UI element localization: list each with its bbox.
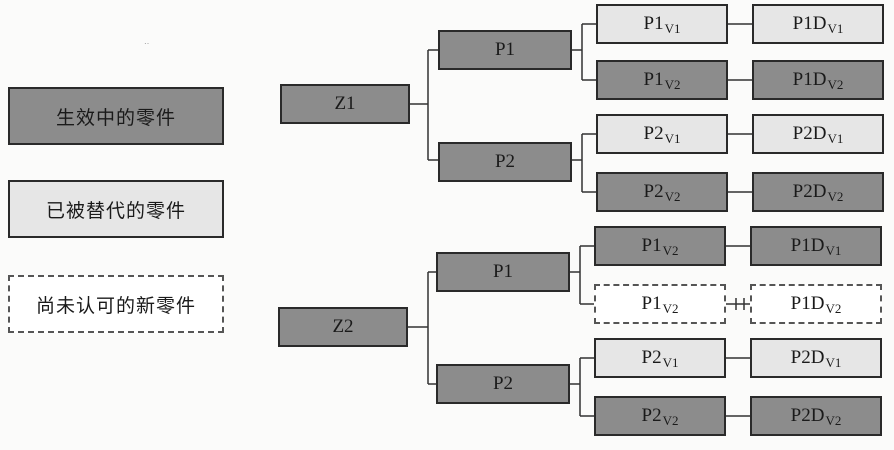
part-version: V2 — [662, 243, 679, 258]
legend-superseded: 已被替代的零件 — [8, 180, 224, 238]
legend-pending: 尚未认可的新零件 — [8, 275, 224, 333]
drawing-base: P2D — [792, 181, 827, 202]
drawing-version: V1 — [825, 355, 842, 370]
tree1-node-p1: P1 — [438, 30, 572, 70]
drawing-base: P2D — [790, 347, 825, 368]
drawing-base: P1D — [792, 13, 827, 34]
part-base: P1 — [641, 293, 662, 314]
part-base: P2 — [643, 181, 664, 202]
tree1-root-z1: Z1 — [280, 84, 410, 124]
part-version: V1 — [664, 21, 681, 36]
part-version: V2 — [662, 413, 679, 428]
part-version: V1 — [664, 131, 681, 146]
part-version: V2 — [662, 301, 679, 316]
drawing-version: V1 — [827, 21, 844, 36]
drawing-version: V1 — [827, 131, 844, 146]
drawing-version: V1 — [825, 243, 842, 258]
legend-active: 生效中的零件 — [8, 87, 224, 145]
part-base: P2 — [641, 405, 662, 426]
drawing-version: V2 — [827, 77, 844, 92]
drawing-version: V2 — [827, 189, 844, 204]
tree1-p1-label: P1 — [494, 39, 516, 60]
legend-superseded-label: 已被替代的零件 — [45, 199, 186, 222]
part-base: P1 — [643, 13, 664, 34]
drawing-base: P2D — [790, 405, 825, 426]
drawing-base: P2D — [792, 123, 827, 144]
tree1-node-p2: P2 — [438, 142, 572, 182]
tree2-root-z2: Z2 — [278, 307, 408, 347]
tree1-p2-label: P2 — [494, 151, 516, 172]
drawing-base: P1D — [790, 235, 825, 256]
tree2-node-p1: P1 — [436, 252, 570, 292]
part-base: P1 — [641, 235, 662, 256]
tree2-node-p2: P2 — [436, 364, 570, 404]
tree1-root-label: Z1 — [334, 93, 356, 114]
drawing-base: P1D — [790, 293, 825, 314]
tree2-p1-label: P1 — [492, 261, 514, 282]
part-version: V2 — [664, 77, 681, 92]
legend-pending-label: 尚未认可的新零件 — [35, 294, 196, 317]
tree2-root-label: Z2 — [332, 316, 354, 337]
scan-speck: ‥ — [144, 37, 150, 46]
part-version: V2 — [664, 189, 681, 204]
drawing-version: V2 — [825, 413, 842, 428]
tree2-p2-label: P2 — [492, 373, 514, 394]
drawing-version: V2 — [825, 301, 842, 316]
legend-active-label: 生效中的零件 — [55, 106, 176, 129]
part-version: V1 — [662, 355, 679, 370]
drawing-base: P1D — [792, 69, 827, 90]
part-base: P1 — [643, 69, 664, 90]
part-base: P2 — [643, 123, 664, 144]
part-base: P2 — [641, 347, 662, 368]
